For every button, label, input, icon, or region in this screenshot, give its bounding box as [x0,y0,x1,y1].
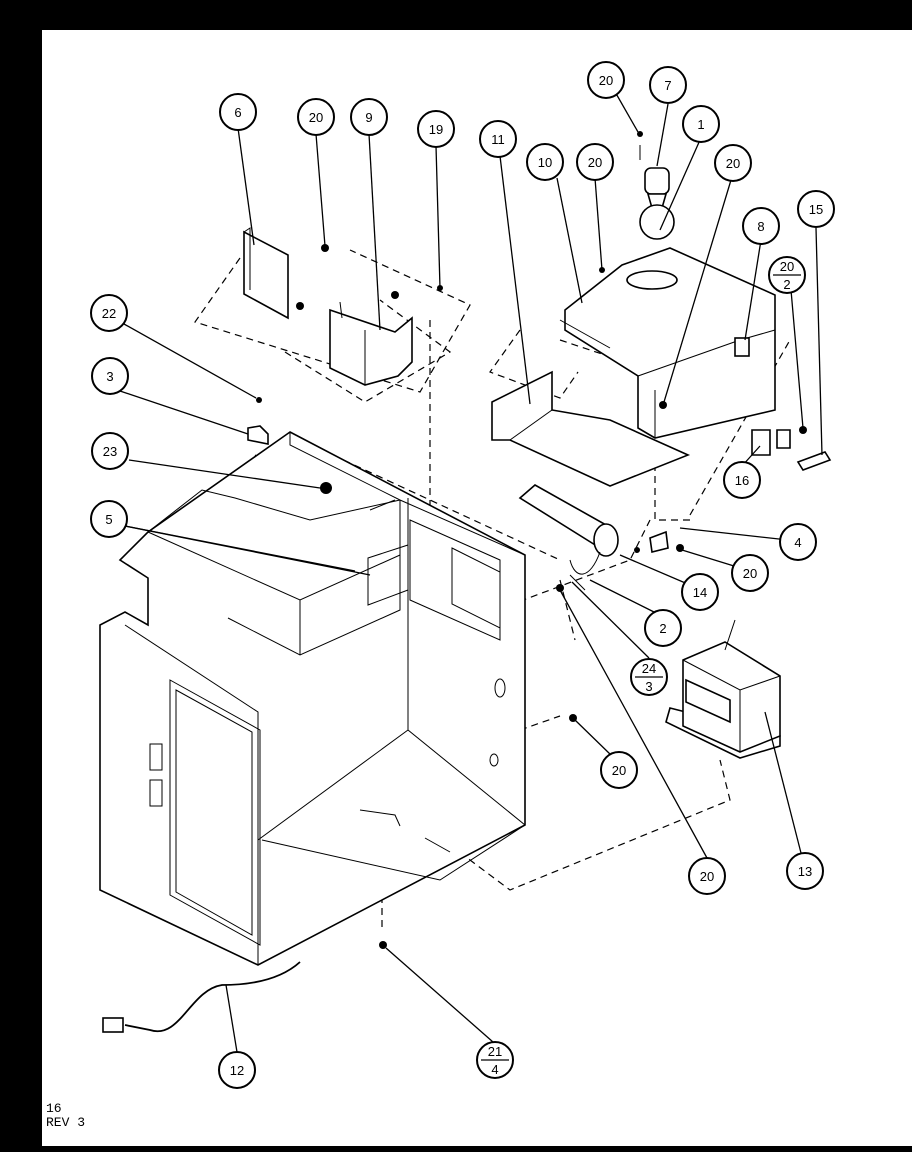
svg-text:15: 15 [809,202,823,217]
callout-20: 20 [587,61,625,99]
callout-20: 20 [576,143,614,181]
callout-15: 15 [797,190,835,228]
callout-4: 4 [779,523,817,561]
callout-20: 20 [731,554,769,592]
svg-text:20: 20 [700,869,714,884]
callout-13: 13 [786,852,824,890]
lamp-assembly [637,131,675,240]
callout-2: 2 [644,609,682,647]
callout-23: 23 [91,432,129,470]
callout-24-3: 24 3 [630,658,668,696]
callout-10: 10 [526,143,564,181]
callout-9: 9 [350,98,388,136]
leader-lines [110,89,823,1053]
svg-text:8: 8 [757,219,764,234]
upper-duct [559,247,776,439]
callout-20: 20 [600,751,638,789]
svg-text:14: 14 [693,585,707,600]
svg-text:24: 24 [642,661,656,676]
svg-text:20: 20 [599,73,613,88]
svg-text:21: 21 [488,1044,502,1059]
mounting-bracket [491,370,691,487]
svg-text:20: 20 [726,156,740,171]
capacitor [518,484,619,575]
svg-text:2: 2 [659,621,666,636]
svg-text:20: 20 [743,566,757,581]
panel-6 [243,227,289,320]
transformer [665,619,781,759]
svg-text:9: 9 [365,110,372,125]
callout-12: 12 [218,1051,256,1089]
cabinet-assembly [99,431,526,966]
svg-text:20: 20 [309,110,323,125]
svg-text:3: 3 [645,679,652,694]
svg-text:4: 4 [491,1062,498,1077]
callout-11: 11 [479,120,517,158]
svg-text:12: 12 [230,1063,244,1078]
svg-text:10: 10 [538,155,552,170]
svg-text:20: 20 [588,155,602,170]
svg-text:3: 3 [106,369,113,384]
callout-20: 20 [714,144,752,182]
callout-8: 8 [742,207,780,245]
bracket-9 [329,301,413,386]
callout-16: 16 [723,461,761,499]
svg-text:23: 23 [103,444,117,459]
callout-bubbles: 6 20 9 19 11 10 20 20 7 1 20 8 [90,61,835,1089]
svg-text:11: 11 [491,132,505,147]
callout-22: 22 [90,294,128,332]
svg-text:4: 4 [794,535,801,550]
svg-text:2: 2 [783,277,790,292]
callout-5: 5 [90,500,128,538]
callout-19: 19 [417,110,455,148]
callout-6: 6 [219,93,257,131]
svg-text:13: 13 [798,864,812,879]
callout-21-4: 21 4 [476,1041,514,1079]
callout-20-2: 20 2 [768,256,806,294]
page-number: 16 [46,1101,62,1116]
callout-1: 1 [682,105,720,143]
callout-20: 20 [688,857,726,895]
svg-text:6: 6 [234,105,241,120]
revision-label: REV 3 [46,1115,86,1130]
svg-text:7: 7 [664,78,671,93]
callout-20: 20 [297,98,335,136]
callout-7: 7 [649,66,687,104]
power-cord [102,961,301,1033]
svg-text:20: 20 [780,259,794,274]
callout-3: 3 [91,357,129,395]
svg-text:1: 1 [697,117,704,132]
svg-text:5: 5 [105,512,112,527]
svg-text:22: 22 [102,306,116,321]
svg-text:19: 19 [429,122,443,137]
svg-text:16: 16 [735,473,749,488]
small-parts [247,244,832,949]
callout-14: 14 [681,573,719,611]
svg-text:20: 20 [612,763,626,778]
